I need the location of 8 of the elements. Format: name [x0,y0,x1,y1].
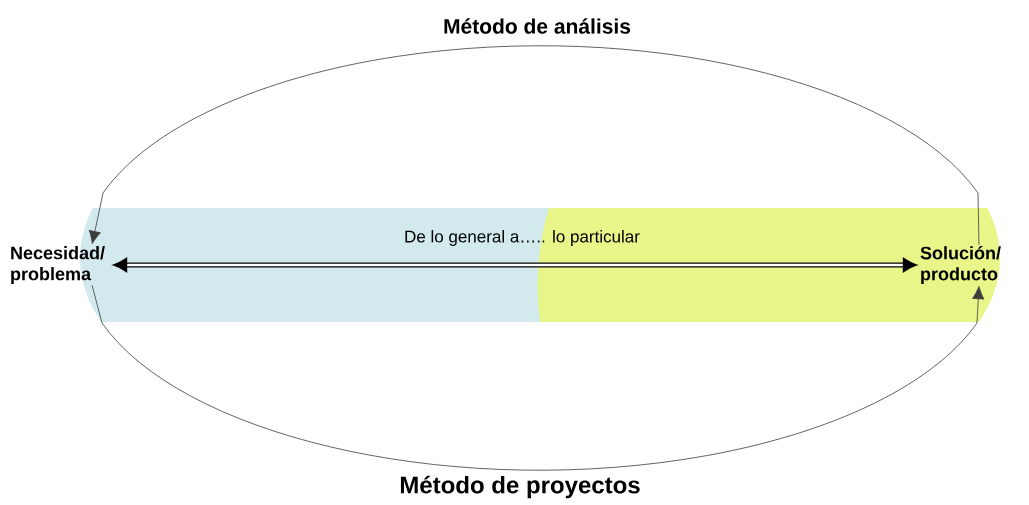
node-label: Solución/ producto [920,246,1001,284]
arc-title: Método de proyectos [400,475,640,499]
edge-label: De lo general a….. lo particular [405,230,640,246]
node-label: Necesidad/ problema [11,246,105,284]
arrow [91,284,985,471]
arrow [88,45,980,246]
arrow [112,257,918,273]
arc-title: Método de análisis [444,18,631,34]
